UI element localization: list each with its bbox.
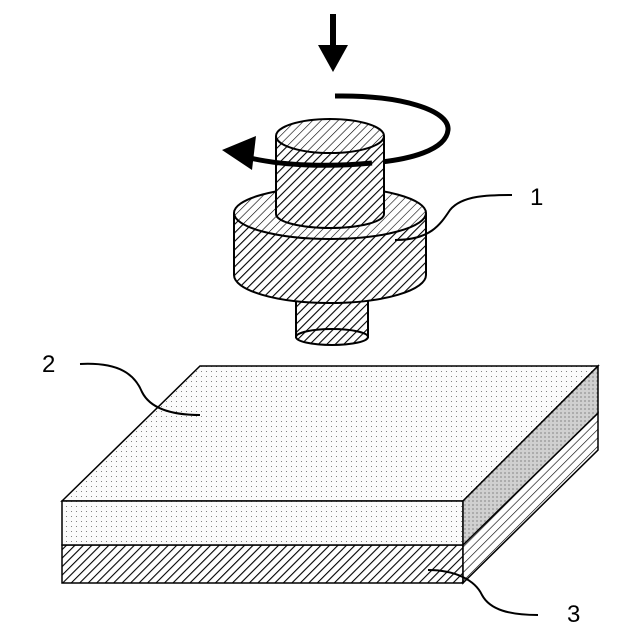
label-bottom-plate: 3 (567, 601, 580, 628)
label-tool: 1 (530, 184, 543, 211)
tool-shank (276, 119, 384, 228)
force-arrow (318, 14, 348, 72)
label-top-plate: 2 (42, 351, 55, 378)
